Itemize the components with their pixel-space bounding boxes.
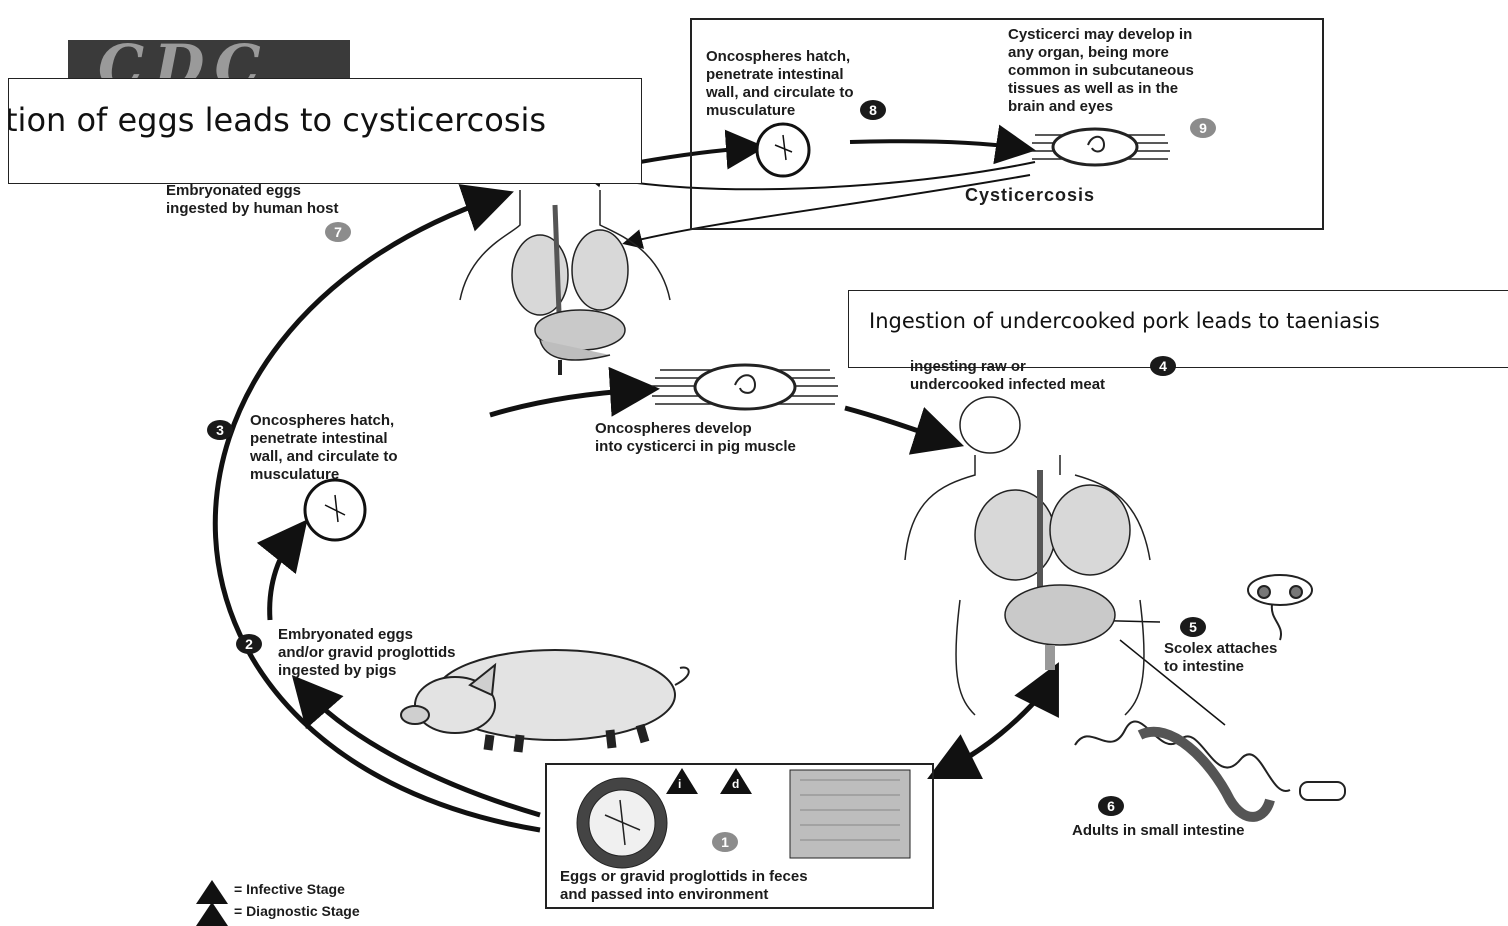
label-meat-ingest: ingesting raw or undercooked infected me…: [910, 358, 1105, 394]
step-9-badge: 9: [1190, 118, 1216, 138]
label-cysticerci-develop: Cysticerci may develop in any organ, bei…: [1008, 26, 1194, 116]
step-3-badge: 3: [207, 420, 233, 440]
cysticercosis-banner-text: tion of eggs leads to cysticercosis: [8, 101, 546, 139]
cysticercus-pig-muscle: [652, 365, 838, 409]
label-oncospheres-human: Oncospheres hatch, penetrate intestinal …: [706, 48, 854, 120]
legend-diagnostic-label: = Diagnostic Stage: [234, 902, 360, 920]
arrow-human-to-feces: [945, 690, 1045, 770]
step-2-badge: 2: [236, 634, 262, 654]
label-cysticerci-pig: Oncospheres develop into cysticerci in p…: [595, 420, 796, 456]
arrow-to-human-right: [845, 408, 945, 440]
step-7-badge: 7: [325, 222, 351, 242]
oncosphere-pig: [305, 480, 365, 540]
diagnostic-stage-marker: d: [720, 768, 752, 794]
infective-stage-marker: i: [666, 768, 698, 794]
label-eggs-feces: Eggs or gravid proglottids in feces and …: [560, 868, 808, 904]
diagnostic-mark: d: [732, 777, 739, 791]
taeniasis-banner-text: Ingestion of undercooked pork leads to t…: [869, 309, 1380, 333]
arrow-to-pig-muscle: [490, 390, 640, 415]
scolex-illustration: [1248, 575, 1312, 640]
infective-mark: i: [678, 777, 681, 791]
step-1-badge: 1: [712, 832, 738, 852]
human-host-right: [905, 397, 1150, 715]
step-5-badge: 5: [1180, 617, 1206, 637]
label-human-eggs: Embryonated eggs ingested by human host: [166, 182, 339, 218]
step-8-badge: 8: [860, 100, 886, 120]
step-6-badge: 6: [1098, 796, 1124, 816]
label-cysticercosis: Cysticercosis: [965, 186, 1095, 204]
taeniasis-banner: Ingestion of undercooked pork leads to t…: [848, 290, 1508, 368]
human-host-left: [460, 190, 670, 375]
step-4-badge: 4: [1150, 356, 1176, 376]
label-adults: Adults in small intestine: [1072, 822, 1245, 840]
label-pigs-ingest: Embryonated eggs and/or gravid proglotti…: [278, 626, 456, 680]
cysticercosis-banner: tion of eggs leads to cysticercosis: [8, 78, 642, 184]
legend-infective-label: = Infective Stage: [234, 880, 345, 898]
label-scolex: Scolex attaches to intestine: [1164, 640, 1277, 676]
legend-diagnostic-triangle: [196, 902, 228, 926]
legend-infective-triangle: [196, 880, 228, 904]
arrow-pig-to-oncosphere: [270, 535, 295, 620]
label-oncospheres-pig: Oncospheres hatch, penetrate intestinal …: [250, 412, 398, 484]
